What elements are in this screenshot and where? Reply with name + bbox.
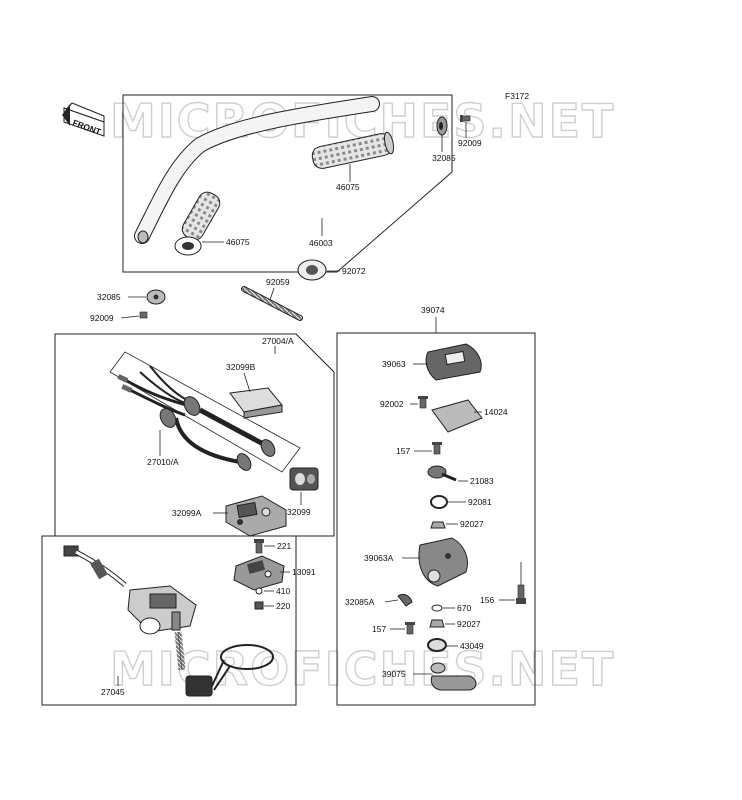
label-221: 221	[277, 541, 291, 551]
right-grip	[311, 131, 395, 169]
o-ring-410	[255, 587, 263, 595]
label-157-bottom: 157	[372, 624, 386, 634]
bushing-bottom	[429, 619, 445, 628]
label-32085-right: 32085	[432, 153, 456, 163]
label-27045: 27045	[101, 687, 125, 697]
label-220: 220	[276, 601, 290, 611]
switch-cover-plate	[229, 387, 283, 419]
label-92027-bottom: 92027	[457, 619, 481, 629]
label-92059: 92059	[266, 277, 290, 287]
seal-43049	[427, 638, 447, 652]
label-46075-right: 46075	[336, 182, 360, 192]
label-39063A: 39063A	[364, 553, 394, 563]
label-32085-left: 32085	[97, 292, 121, 302]
bar-end-weight-right	[436, 116, 448, 136]
label-32085A: 32085A	[345, 597, 375, 607]
throttle-group-frame	[336, 332, 536, 706]
handlebar-group-frame	[122, 94, 453, 273]
label-46003: 46003	[309, 238, 333, 248]
label-92009-left: 92009	[90, 313, 114, 323]
label-39074: 39074	[421, 305, 445, 315]
bushing-top	[430, 521, 446, 529]
screw-right	[460, 115, 471, 122]
screw-157-bottom	[405, 622, 415, 635]
label-92027-top: 92027	[460, 519, 484, 529]
label-156: 156	[480, 595, 494, 605]
label-21083: 21083	[470, 476, 494, 486]
label-27004A: 27004/A	[262, 336, 294, 346]
left-grip	[174, 191, 221, 256]
throttle-housing	[418, 537, 468, 587]
label-32099: 32099	[287, 507, 311, 517]
throttle-lever	[430, 662, 477, 691]
label-92072: 92072	[342, 266, 366, 276]
screw-157-top	[432, 442, 442, 455]
nut-220	[254, 601, 264, 610]
cable-clip	[397, 593, 413, 607]
throttle-top-cover	[425, 343, 482, 381]
brake-switch-assembly	[63, 545, 274, 697]
bolt-156	[516, 584, 526, 604]
label-92002: 92002	[380, 399, 404, 409]
throttle-stop-plate	[427, 465, 457, 482]
label-32099B: 32099B	[226, 362, 256, 372]
throttle-collar	[297, 259, 327, 281]
switch-cable-assembly	[109, 351, 301, 473]
grommet-block	[289, 467, 319, 491]
label-13091: 13091	[292, 567, 316, 577]
label-39075: 39075	[382, 669, 406, 679]
label-410: 410	[276, 586, 290, 596]
switch-bracket	[233, 555, 285, 591]
switch-group-frame	[54, 333, 335, 537]
label-670: 670	[457, 603, 471, 613]
screw-left	[139, 311, 148, 319]
label-27010A: 27010/A	[147, 457, 179, 467]
label-32099A: 32099A	[172, 508, 202, 518]
figure-code: F3172	[505, 91, 529, 101]
return-spring	[430, 495, 448, 509]
screw-92002	[418, 396, 428, 409]
screw-221	[254, 539, 264, 554]
lever-group-frame	[41, 535, 297, 706]
switch-housing	[225, 495, 287, 537]
label-43049: 43049	[460, 641, 484, 651]
label-92009-right: 92009	[458, 138, 482, 148]
label-157-top: 157	[396, 446, 410, 456]
label-14024: 14024	[484, 407, 508, 417]
cover-gasket	[431, 399, 483, 433]
front-arrow-icon: FRONT	[62, 102, 105, 137]
label-46075-left: 46075	[226, 237, 250, 247]
o-ring-670	[431, 604, 443, 612]
handlebar	[134, 96, 380, 244]
label-39063: 39063	[382, 359, 406, 369]
label-92081: 92081	[468, 497, 492, 507]
